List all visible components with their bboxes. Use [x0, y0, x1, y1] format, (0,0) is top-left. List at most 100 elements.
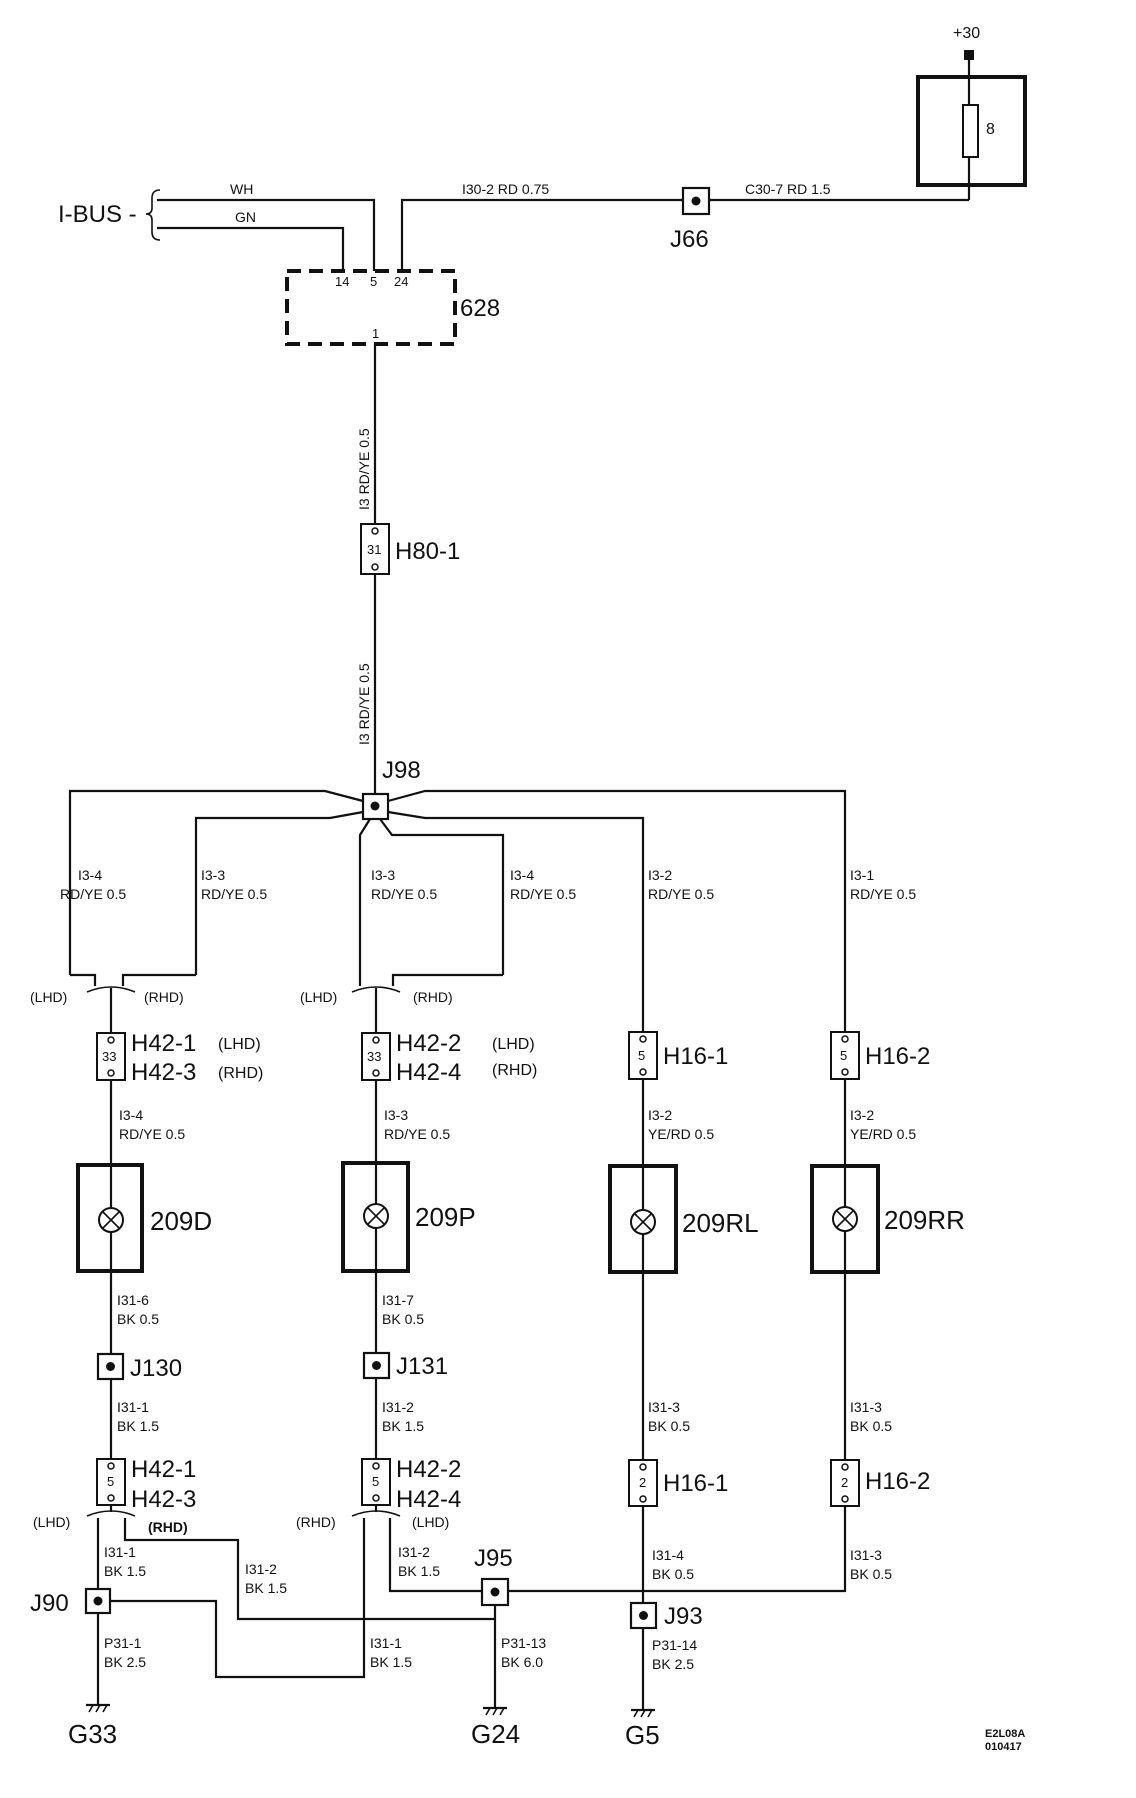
connector-h80-1-label: H80-1	[395, 538, 460, 565]
svg-text:H42-3: H42-3	[131, 1059, 196, 1086]
branch-b2-line1: I3-3	[201, 867, 225, 883]
branch-b4-line1: I3-4	[510, 867, 534, 883]
connector-h42-1-upper: 33 H42-1 H42-3 (LHD) (RHD)	[96, 1030, 263, 1086]
footer-code: E2L08A	[985, 1728, 1025, 1740]
junction-j93-label: J93	[664, 1603, 703, 1630]
svg-text:H42-2: H42-2	[396, 1456, 461, 1483]
svg-text:5: 5	[107, 1474, 114, 1489]
svg-text:(RHD): (RHD)	[148, 1519, 188, 1535]
connector-h16-1-lower: 2 H16-1	[628, 1459, 728, 1507]
svg-text:H42-4: H42-4	[396, 1059, 461, 1086]
connector-h16-2-lower: 2 H16-2	[830, 1459, 930, 1507]
svg-text:BK 0.5: BK 0.5	[652, 1566, 694, 1582]
junction-j93: J93	[629, 1601, 703, 1630]
ground-g5-label: G5	[625, 1720, 660, 1750]
fuse-box: 8	[916, 60, 1027, 200]
ground-g24: G24	[471, 1706, 520, 1749]
svg-text:H16-1: H16-1	[663, 1470, 728, 1497]
svg-text:33: 33	[367, 1049, 381, 1064]
lamp-209d: 209D	[76, 1163, 212, 1273]
ibus-wire-gn: GN	[235, 209, 256, 225]
svg-text:5: 5	[638, 1048, 645, 1063]
footer-date: 010417	[985, 1741, 1022, 1753]
connector-h80-1-pin: 31	[367, 542, 381, 557]
svg-text:H42-3: H42-3	[131, 1486, 196, 1513]
ground-g33-label: G33	[68, 1719, 117, 1749]
svg-text:(LHD): (LHD)	[412, 1514, 449, 1530]
supply-terminal: +30	[953, 25, 980, 60]
junction-j130: J130	[96, 1352, 182, 1382]
junction-j98-label: J98	[382, 757, 421, 784]
lamp-209rr-label: 209RR	[884, 1205, 965, 1235]
svg-text:I31-2: I31-2	[245, 1561, 277, 1577]
connector-h80-1: 31 H80-1	[360, 523, 460, 575]
svg-text:I31-1: I31-1	[104, 1544, 136, 1560]
svg-text:5: 5	[372, 1474, 379, 1489]
ground-g5: G5	[625, 1708, 660, 1750]
svg-text:H42-2: H42-2	[396, 1030, 461, 1057]
junction-j131: J131	[362, 1351, 448, 1380]
svg-text:H16-2: H16-2	[865, 1043, 930, 1070]
hand-selector-lower-col2: (RHD) (LHD)	[98, 1505, 494, 1679]
svg-text:RD/YE 0.5: RD/YE 0.5	[384, 1126, 450, 1142]
svg-text:I31-1: I31-1	[370, 1635, 402, 1651]
module-pin-1: 1	[372, 326, 379, 341]
svg-text:I31-2: I31-2	[382, 1399, 414, 1415]
wire-i3-lower: I3 RD/YE 0.5	[356, 663, 372, 745]
svg-text:BK 0.5: BK 0.5	[850, 1566, 892, 1582]
junction-j95-label: J95	[474, 1545, 513, 1572]
module-pin-24: 24	[394, 274, 408, 289]
svg-text:BK 2.5: BK 2.5	[652, 1656, 694, 1672]
svg-text:I31-6: I31-6	[117, 1292, 149, 1308]
svg-text:I3-2: I3-2	[850, 1107, 874, 1123]
svg-text:H16-2: H16-2	[865, 1468, 930, 1495]
junction-j66: J66	[670, 186, 711, 253]
branch-b6-line1: I3-1	[850, 867, 874, 883]
svg-text:I3-3: I3-3	[384, 1107, 408, 1123]
svg-text:(LHD): (LHD)	[218, 1036, 261, 1053]
svg-text:2: 2	[639, 1475, 646, 1490]
svg-text:I3-4: I3-4	[119, 1107, 143, 1123]
lamp-209rl: 209RL	[608, 1164, 759, 1274]
svg-text:BK 1.5: BK 1.5	[382, 1418, 424, 1434]
svg-text:H42-1: H42-1	[131, 1030, 196, 1057]
svg-text:I31-3: I31-3	[850, 1547, 882, 1563]
svg-text:BK 0.5: BK 0.5	[648, 1418, 690, 1434]
svg-text:BK 0.5: BK 0.5	[850, 1418, 892, 1434]
branch-b3-line2: RD/YE 0.5	[371, 886, 437, 902]
ibus-wire-wh: WH	[230, 181, 253, 197]
junction-j90: J90	[30, 1587, 112, 1617]
svg-text:(LHD): (LHD)	[492, 1036, 535, 1053]
lamp-209d-label: 209D	[150, 1206, 212, 1236]
hand-rhd-col2: (RHD)	[413, 989, 453, 1005]
ibus: I-BUS - WH GN	[58, 181, 376, 271]
svg-text:5: 5	[840, 1048, 847, 1063]
junction-j130-label: J130	[130, 1355, 182, 1382]
connector-h42-2-upper: 33 H42-2 H42-4 (LHD) (RHD)	[361, 1030, 537, 1086]
svg-text:(RHD): (RHD)	[492, 1062, 537, 1079]
branch-b5-line2: RD/YE 0.5	[648, 886, 714, 902]
hand-lhd-col1: (LHD)	[30, 989, 67, 1005]
svg-text:P31-1: P31-1	[104, 1635, 142, 1651]
junction-j131-label: J131	[396, 1353, 448, 1380]
svg-text:BK 2.5: BK 2.5	[104, 1654, 146, 1670]
branch-b2-line2: RD/YE 0.5	[201, 886, 267, 902]
svg-text:BK 1.5: BK 1.5	[398, 1563, 440, 1579]
svg-text:P31-13: P31-13	[501, 1635, 546, 1651]
lamp-209p: 209P	[341, 1161, 476, 1273]
svg-text:H16-1: H16-1	[663, 1043, 728, 1070]
lamp-209p-label: 209P	[415, 1202, 476, 1232]
branch-b6-line2: RD/YE 0.5	[850, 886, 916, 902]
svg-text:(LHD): (LHD)	[33, 1514, 70, 1530]
svg-text:H42-1: H42-1	[131, 1456, 196, 1483]
svg-text:2: 2	[841, 1475, 848, 1490]
supply-label: +30	[953, 25, 980, 42]
svg-text:BK 0.5: BK 0.5	[382, 1311, 424, 1327]
wire-i3-upper: I3 RD/YE 0.5	[356, 428, 372, 510]
svg-text:I31-4: I31-4	[652, 1547, 684, 1563]
junction-j98: J98	[361, 757, 421, 821]
svg-text:BK 1.5: BK 1.5	[104, 1563, 146, 1579]
lamp-209rr: 209RR	[810, 1164, 965, 1274]
svg-text:I3-2: I3-2	[648, 1107, 672, 1123]
